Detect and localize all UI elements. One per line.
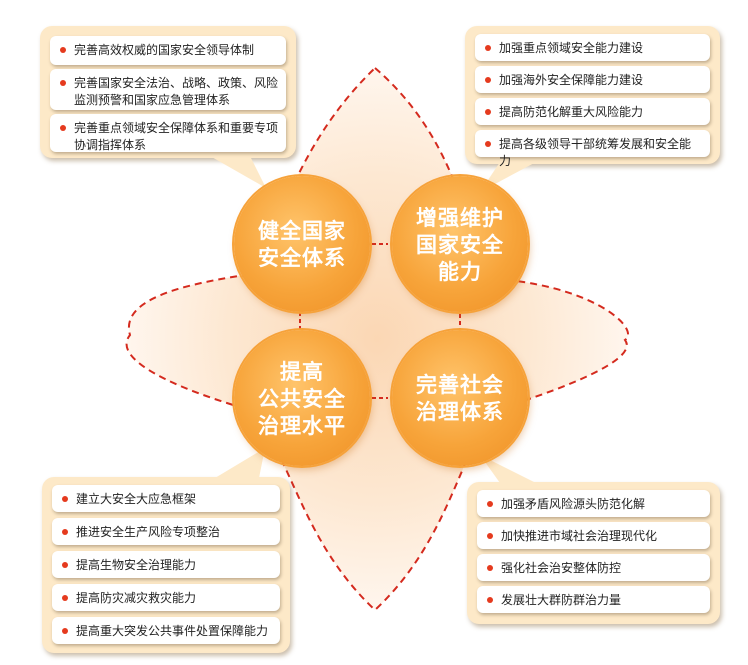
bullet-icon — [485, 45, 491, 51]
list-item: 完善重点领域安全保障体系和重要专项协调指挥体系 — [50, 114, 286, 152]
list-item: 加强海外安全保障能力建设 — [475, 66, 710, 93]
bullet-icon — [487, 565, 493, 571]
bullet-icon — [485, 109, 491, 115]
list-item: 加强矛盾风险源头防范化解 — [477, 490, 710, 517]
list-item: 强化社会治安整体防控 — [477, 554, 710, 581]
bullet-icon — [60, 80, 66, 86]
bullet-icon — [62, 595, 68, 601]
circle-bottom-left: 提高 公共安全 治理水平 — [234, 330, 370, 466]
list-item: 提高防灾减灾救灾能力 — [52, 584, 280, 611]
circle-bottom-right: 完善社会 治理体系 — [392, 330, 528, 466]
list-item: 推进安全生产风险专项整治 — [52, 518, 280, 545]
list-item: 提高防范化解重大风险能力 — [475, 98, 710, 125]
circle-top-left-label: 健全国家 安全体系 — [258, 218, 346, 270]
bullet-icon — [487, 501, 493, 507]
circle-top-right-label: 增强维护 国家安全 能力 — [416, 204, 504, 284]
circle-top-left: 健全国家 安全体系 — [234, 176, 370, 312]
bullet-icon — [60, 125, 66, 131]
list-item: 提高重大突发公共事件处置保障能力 — [52, 617, 280, 644]
bullet-icon — [60, 47, 66, 53]
list-item: 提高各级领导干部统筹发展和安全能力 — [475, 130, 710, 168]
list-item: 发展壮大群防群治力量 — [477, 586, 710, 613]
cross-shape — [125, 66, 630, 612]
bullet-icon — [487, 533, 493, 539]
circle-top-right: 增强维护 国家安全 能力 — [392, 176, 528, 312]
list-item: 完善高效权威的国家安全领导体制 — [50, 36, 286, 65]
bullet-icon — [62, 628, 68, 634]
bullet-icon — [62, 562, 68, 568]
panel-bottom-right-pointer — [480, 455, 536, 483]
list-item: 完善国家安全法治、战略、政策、风险监测预警和国家应急管理体系 — [50, 69, 286, 110]
circle-bottom-left-label: 提高 公共安全 治理水平 — [258, 358, 346, 438]
panel-bottom-left-pointer — [215, 448, 265, 478]
bullet-icon — [62, 529, 68, 535]
list-item: 提高生物安全治理能力 — [52, 551, 280, 578]
list-item: 建立大安全大应急框架 — [52, 485, 280, 512]
panel-top-left-pointer — [210, 156, 266, 188]
bullet-icon — [62, 496, 68, 502]
circle-bottom-right-label: 完善社会 治理体系 — [416, 372, 504, 424]
list-item: 加快推进市域社会治理现代化 — [477, 522, 710, 549]
bullet-icon — [487, 597, 493, 603]
bullet-icon — [485, 77, 491, 83]
bullet-icon — [485, 141, 491, 147]
list-item: 加强重点领域安全能力建设 — [475, 34, 710, 61]
